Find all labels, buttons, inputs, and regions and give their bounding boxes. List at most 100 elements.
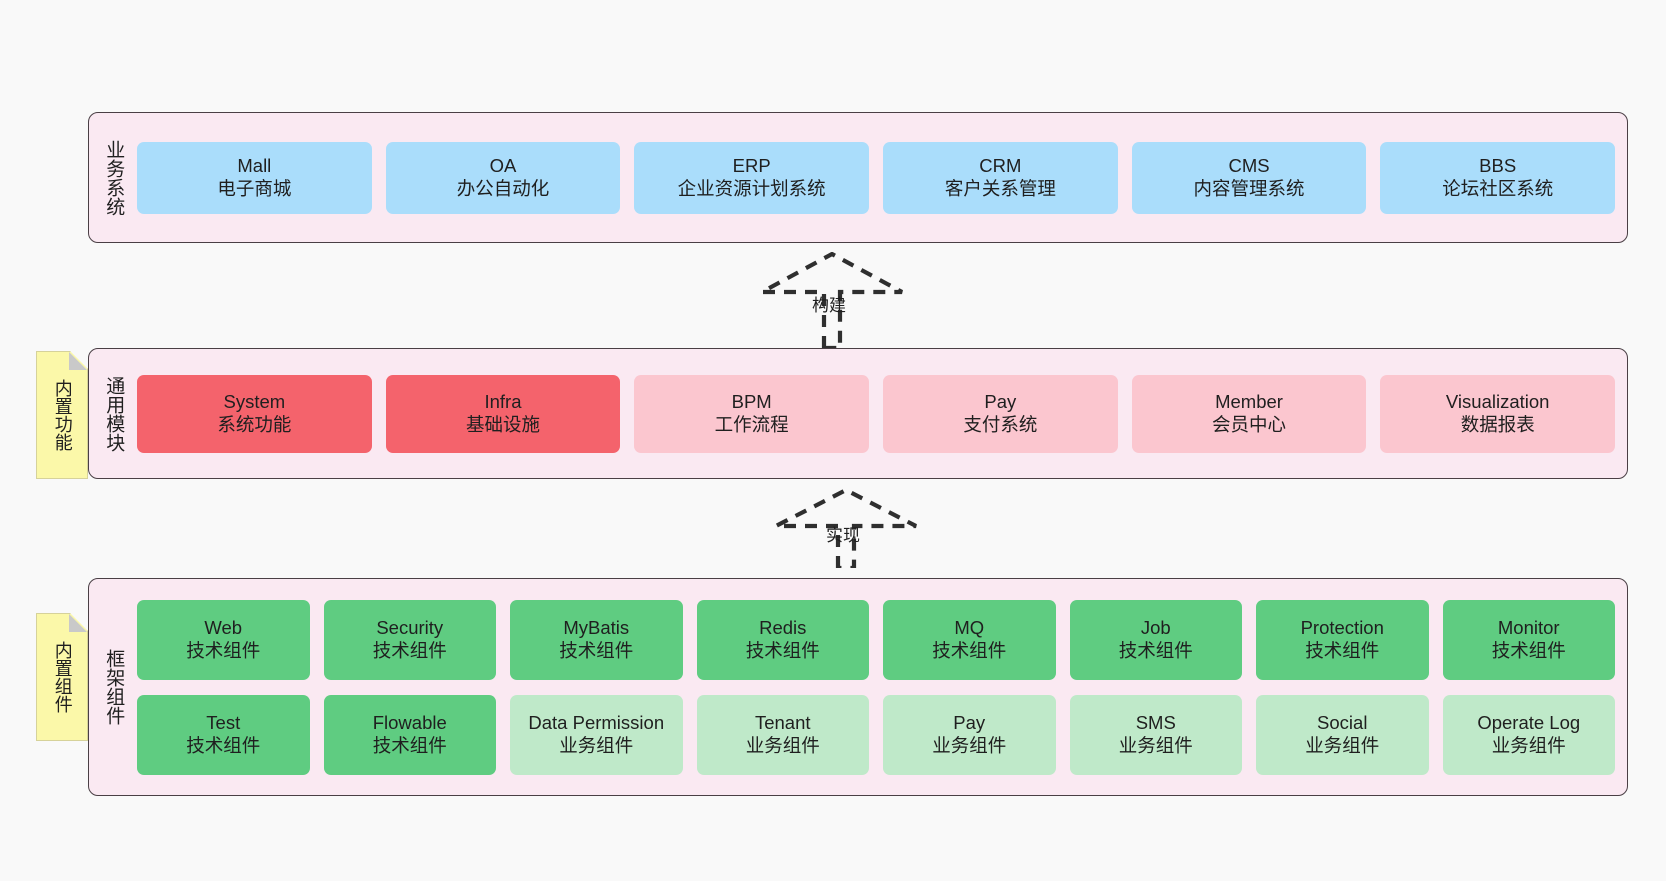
note-builtin-features: 内置功能 — [36, 351, 88, 479]
box-redis-name: Redis — [759, 616, 807, 638]
box-social-name: Social — [1317, 711, 1368, 733]
box-monitor-desc: 技术组件 — [1491, 639, 1566, 661]
box-cms[interactable]: CMS 内容管理系统 — [1131, 141, 1367, 214]
box-visualization-name: Visualization — [1445, 390, 1550, 412]
connector-build-label: 构建 — [812, 296, 846, 315]
box-erp-name: ERP — [732, 154, 771, 176]
box-job[interactable]: Job 技术组件 — [1069, 599, 1242, 680]
box-monitor[interactable]: Monitor 技术组件 — [1442, 599, 1615, 680]
box-mq[interactable]: MQ 技术组件 — [883, 599, 1056, 680]
box-pay-module-name: Pay — [984, 390, 1017, 412]
box-sms[interactable]: SMS 业务组件 — [1069, 694, 1242, 775]
layer-common-modules: 通用模块 System 系统功能 Infra 基础设施 BPM 工作流程 Pay… — [88, 348, 1628, 479]
box-data-permission-desc: 业务组件 — [559, 734, 634, 756]
box-social[interactable]: Social 业务组件 — [1256, 694, 1429, 775]
box-sms-desc: 业务组件 — [1118, 734, 1193, 756]
box-mq-desc: 技术组件 — [932, 639, 1007, 661]
box-tenant[interactable]: Tenant 业务组件 — [696, 694, 869, 775]
box-flowable[interactable]: Flowable 技术组件 — [323, 694, 496, 775]
box-mall-desc: 电子商城 — [217, 177, 292, 199]
layer-business-body: Mall 电子商城 OA 办公自动化 ERP 企业资源计划系统 CRM 客户关系… — [137, 113, 1627, 242]
box-social-desc: 业务组件 — [1305, 734, 1380, 756]
box-monitor-name: Monitor — [1497, 616, 1560, 638]
box-mybatis-name: MyBatis — [563, 616, 630, 638]
layer-common-body: System 系统功能 Infra 基础设施 BPM 工作流程 Pay 支付系统… — [137, 349, 1627, 478]
box-crm-desc: 客户关系管理 — [944, 177, 1056, 199]
box-test[interactable]: Test 技术组件 — [137, 694, 310, 775]
box-bbs[interactable]: BBS 论坛社区系统 — [1380, 141, 1616, 214]
layer-framework-title: 框架组件 — [103, 649, 125, 725]
note-builtin-components-label: 内置组件 — [52, 641, 73, 713]
box-tenant-name: Tenant — [754, 711, 811, 733]
box-security-name: Security — [376, 616, 444, 638]
box-mybatis[interactable]: MyBatis 技术组件 — [510, 599, 683, 680]
box-redis-desc: 技术组件 — [745, 639, 820, 661]
box-bpm-desc: 工作流程 — [714, 413, 789, 435]
box-protection[interactable]: Protection 技术组件 — [1256, 599, 1429, 680]
box-flowable-desc: 技术组件 — [372, 734, 447, 756]
box-crm[interactable]: CRM 客户关系管理 — [883, 141, 1118, 214]
box-visualization-desc: 数据报表 — [1460, 413, 1535, 435]
box-mall[interactable]: Mall 电子商城 — [137, 141, 372, 214]
box-job-desc: 技术组件 — [1118, 639, 1193, 661]
connector-implement-label: 实现 — [826, 526, 860, 545]
box-system-name: System — [223, 390, 286, 412]
box-pay-module[interactable]: Pay 支付系统 — [883, 374, 1118, 453]
box-oa-name: OA — [489, 154, 517, 176]
layer-business-title: 业务系统 — [103, 139, 125, 216]
layer-framework-row-business: Test 技术组件 Flowable 技术组件 Data Permission … — [137, 694, 1615, 775]
layer-common-title: 通用模块 — [103, 375, 125, 452]
box-test-desc: 技术组件 — [186, 734, 261, 756]
box-job-name: Job — [1140, 616, 1171, 638]
box-erp-desc: 企业资源计划系统 — [677, 177, 826, 199]
box-security[interactable]: Security 技术组件 — [323, 599, 496, 680]
box-pay-component-name: Pay — [953, 711, 986, 733]
box-crm-name: CRM — [979, 154, 1022, 176]
box-operate-log-desc: 业务组件 — [1491, 734, 1566, 756]
box-member-name: Member — [1215, 390, 1283, 412]
box-pay-component-desc: 业务组件 — [932, 734, 1007, 756]
box-cms-desc: 内容管理系统 — [1193, 177, 1305, 199]
box-infra-desc: 基础设施 — [466, 413, 541, 435]
note-fold-corner-icon — [69, 614, 87, 632]
box-test-name: Test — [206, 711, 241, 733]
box-flowable-name: Flowable — [372, 711, 447, 733]
box-web[interactable]: Web 技术组件 — [137, 599, 310, 680]
box-cms-name: CMS — [1228, 154, 1270, 176]
box-redis[interactable]: Redis 技术组件 — [696, 599, 869, 680]
box-tenant-desc: 业务组件 — [745, 734, 820, 756]
box-sms-name: SMS — [1135, 711, 1176, 733]
box-infra-name: Infra — [484, 390, 522, 412]
box-system-desc: 系统功能 — [217, 413, 292, 435]
box-protection-name: Protection — [1300, 616, 1384, 638]
layer-framework-row-tech: Web 技术组件 Security 技术组件 MyBatis 技术组件 Redi… — [137, 599, 1615, 680]
box-infra[interactable]: Infra 基础设施 — [385, 374, 621, 453]
note-fold-corner-icon — [69, 352, 87, 370]
box-oa[interactable]: OA 办公自动化 — [385, 141, 621, 214]
box-oa-desc: 办公自动化 — [456, 177, 550, 199]
layer-business-systems: 业务系统 Mall 电子商城 OA 办公自动化 ERP 企业资源计划系统 CRM… — [88, 112, 1628, 243]
box-data-permission[interactable]: Data Permission 业务组件 — [510, 694, 683, 775]
box-bbs-desc: 论坛社区系统 — [1442, 177, 1554, 199]
layer-business-row: Mall 电子商城 OA 办公自动化 ERP 企业资源计划系统 CRM 客户关系… — [137, 141, 1616, 214]
box-erp[interactable]: ERP 企业资源计划系统 — [634, 141, 870, 214]
box-data-permission-name: Data Permission — [528, 711, 665, 733]
box-mall-name: Mall — [237, 154, 272, 176]
box-pay-component[interactable]: Pay 业务组件 — [883, 694, 1056, 775]
layer-framework-body: Web 技术组件 Security 技术组件 MyBatis 技术组件 Redi… — [137, 579, 1627, 795]
box-web-name: Web — [204, 616, 243, 638]
note-builtin-components: 内置组件 — [36, 613, 88, 741]
box-member[interactable]: Member 会员中心 — [1131, 374, 1367, 453]
note-builtin-features-label: 内置功能 — [52, 379, 73, 451]
box-operate-log[interactable]: Operate Log 业务组件 — [1442, 694, 1615, 775]
box-bbs-name: BBS — [1479, 154, 1517, 176]
box-member-desc: 会员中心 — [1212, 413, 1287, 435]
box-pay-module-desc: 支付系统 — [963, 413, 1038, 435]
box-bpm[interactable]: BPM 工作流程 — [634, 374, 870, 453]
box-mq-name: MQ — [954, 616, 985, 638]
box-system[interactable]: System 系统功能 — [137, 374, 372, 453]
layer-framework-components: 框架组件 Web 技术组件 Security 技术组件 MyBatis 技术组件… — [88, 578, 1628, 796]
box-visualization[interactable]: Visualization 数据报表 — [1380, 374, 1616, 453]
box-web-desc: 技术组件 — [186, 639, 261, 661]
